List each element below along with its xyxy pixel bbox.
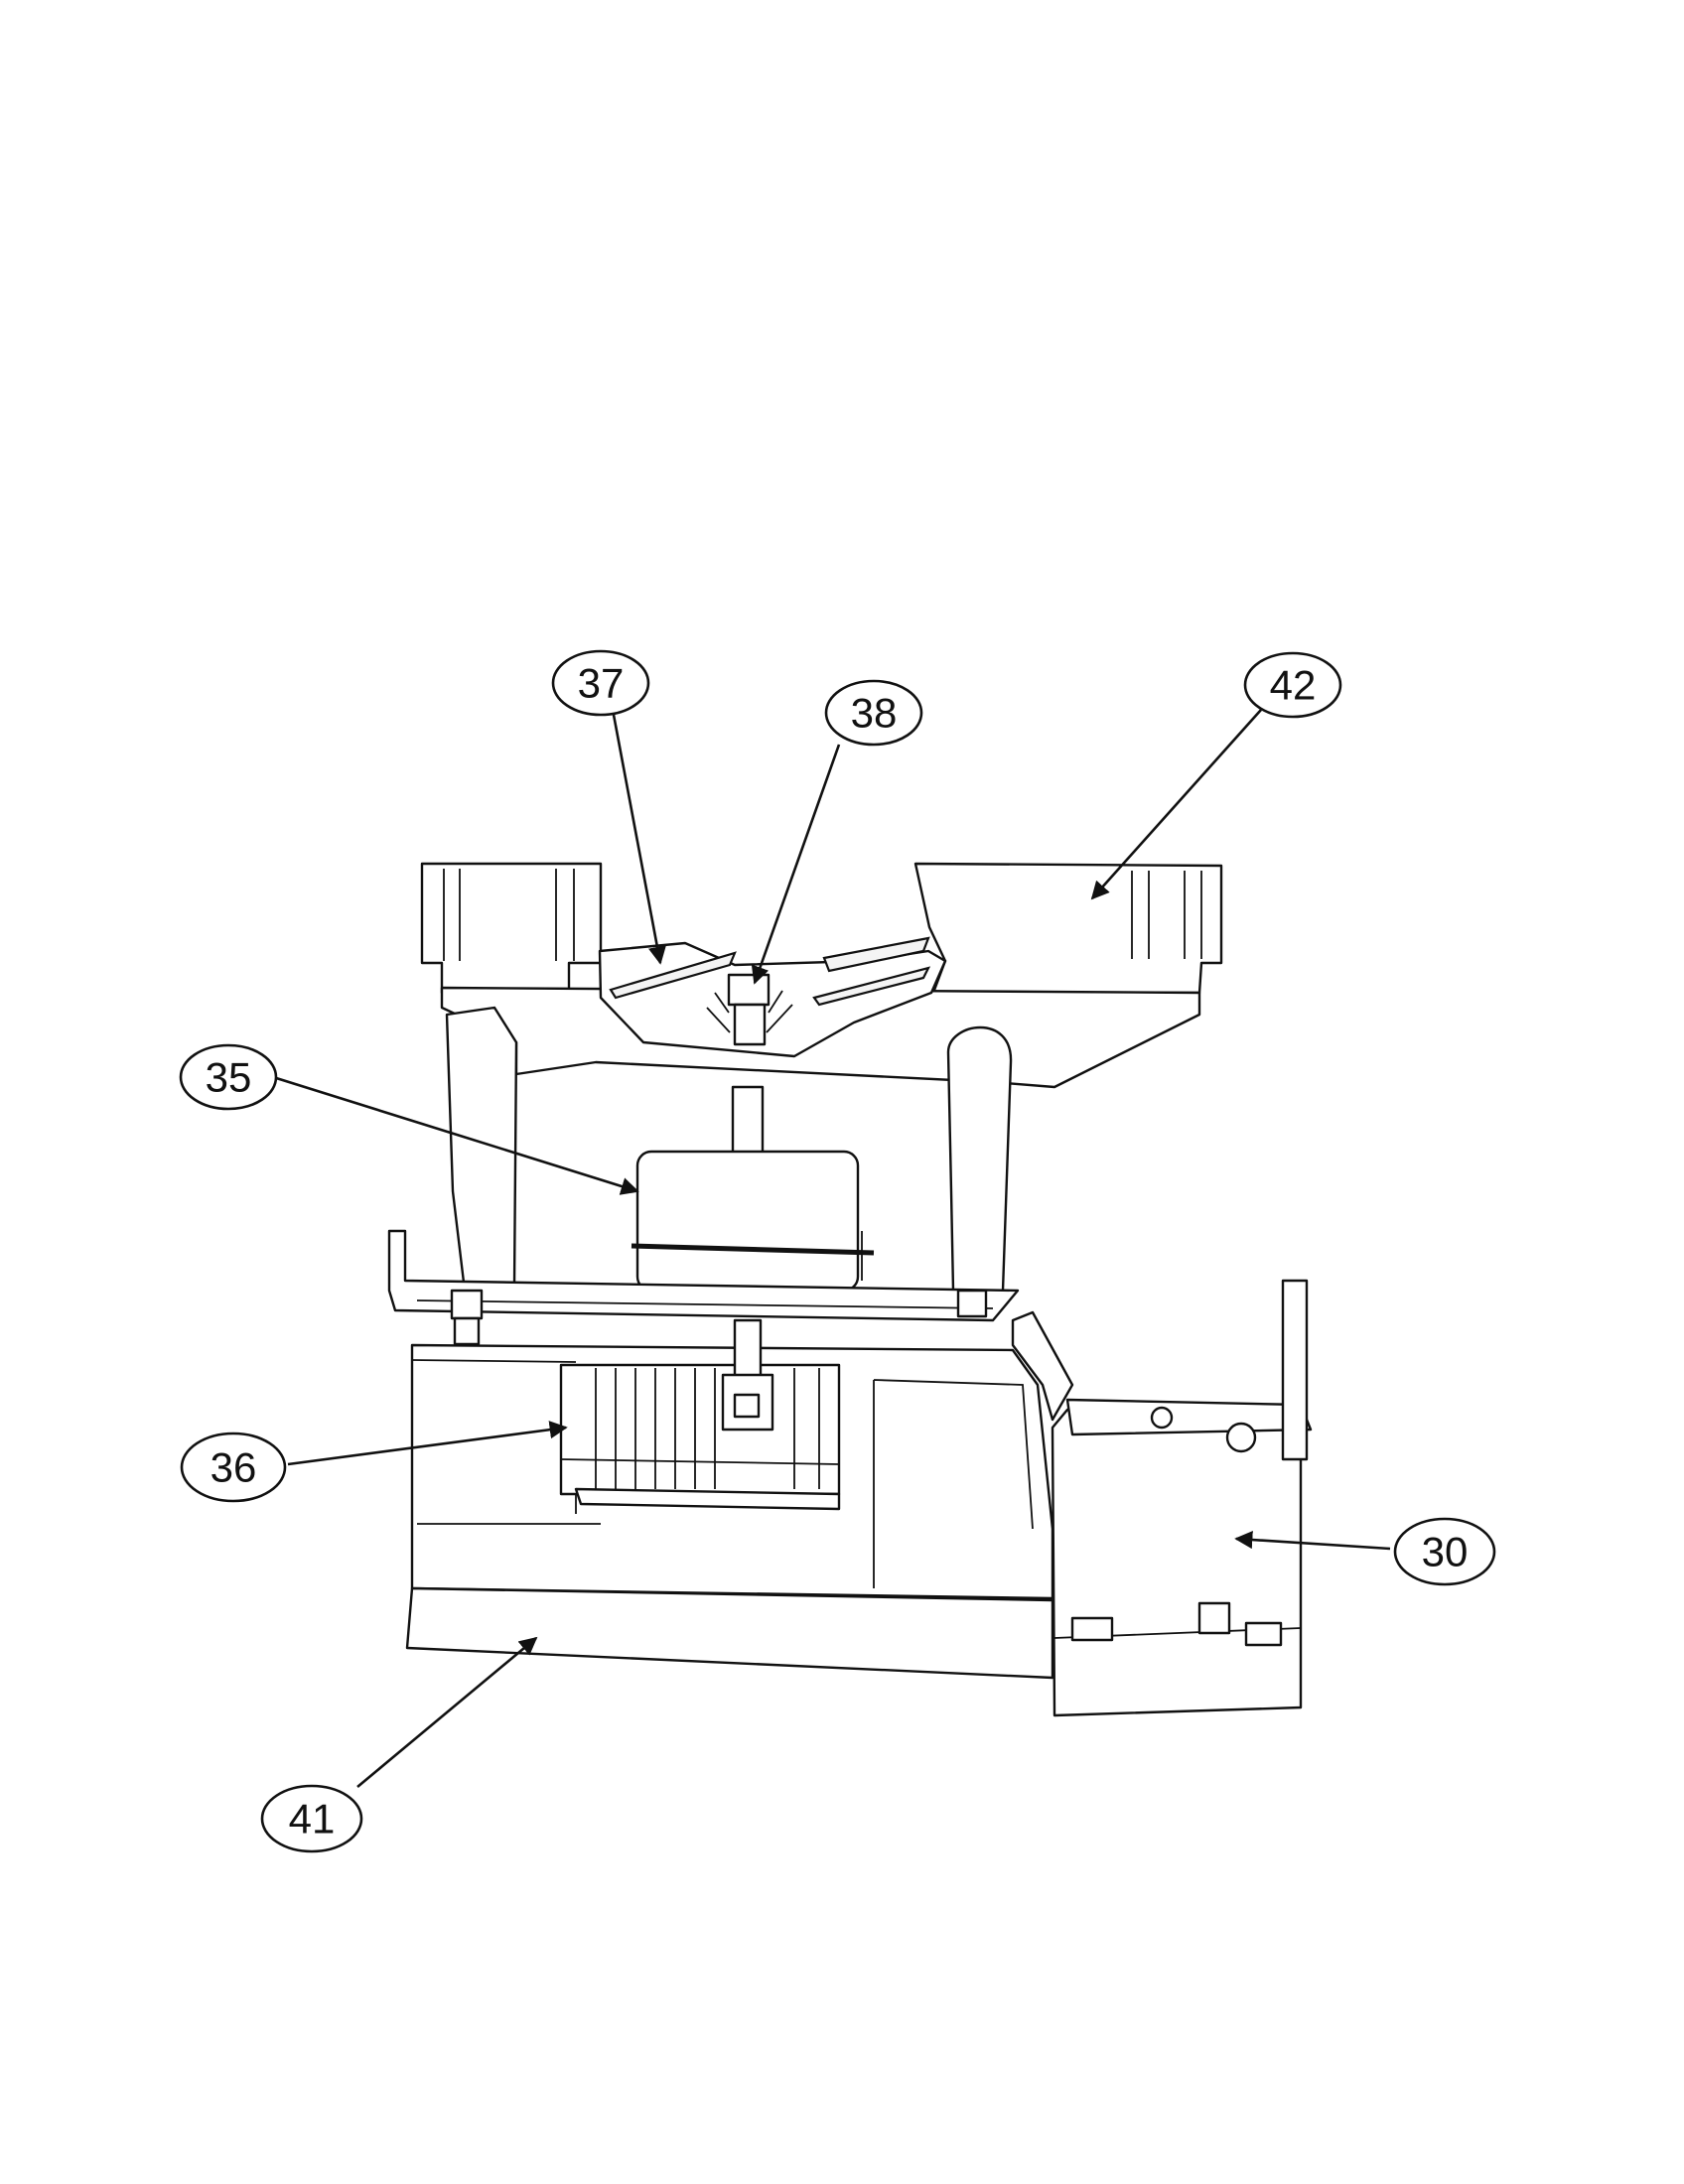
callout-36: 36 <box>180 1432 287 1503</box>
callout-35: 35 <box>179 1043 278 1111</box>
callout-41-label: 41 <box>289 1796 336 1843</box>
callout-41: 41 <box>260 1784 363 1853</box>
leader-35 <box>272 1075 639 1195</box>
leader-41 <box>356 1636 538 1788</box>
callout-38: 38 <box>824 679 923 747</box>
callout-30: 30 <box>1393 1517 1496 1586</box>
callout-37-label: 37 <box>578 660 625 707</box>
part-42-upper-housing <box>420 862 1223 1089</box>
leader-42 <box>1090 709 1262 900</box>
leader-lines <box>272 709 1391 1788</box>
callout-30-label: 30 <box>1422 1529 1469 1575</box>
mounting-plate <box>387 1229 1020 1346</box>
leader-36 <box>287 1421 568 1466</box>
callout-42-label: 42 <box>1270 662 1317 709</box>
leader-30 <box>1234 1530 1391 1551</box>
support-legs <box>445 1006 1013 1293</box>
part-36-blower-wheel <box>559 1318 841 1511</box>
callout-37: 37 <box>551 649 650 717</box>
part-30-control-box <box>1051 1279 1313 1717</box>
callout-35-label: 35 <box>206 1054 252 1101</box>
callout-36-label: 36 <box>210 1444 257 1491</box>
callout-42: 42 <box>1243 651 1342 719</box>
callout-38-label: 38 <box>851 690 898 737</box>
part-35-motor <box>631 1085 875 1293</box>
leader-38 <box>751 744 841 985</box>
leader-37 <box>612 714 666 965</box>
